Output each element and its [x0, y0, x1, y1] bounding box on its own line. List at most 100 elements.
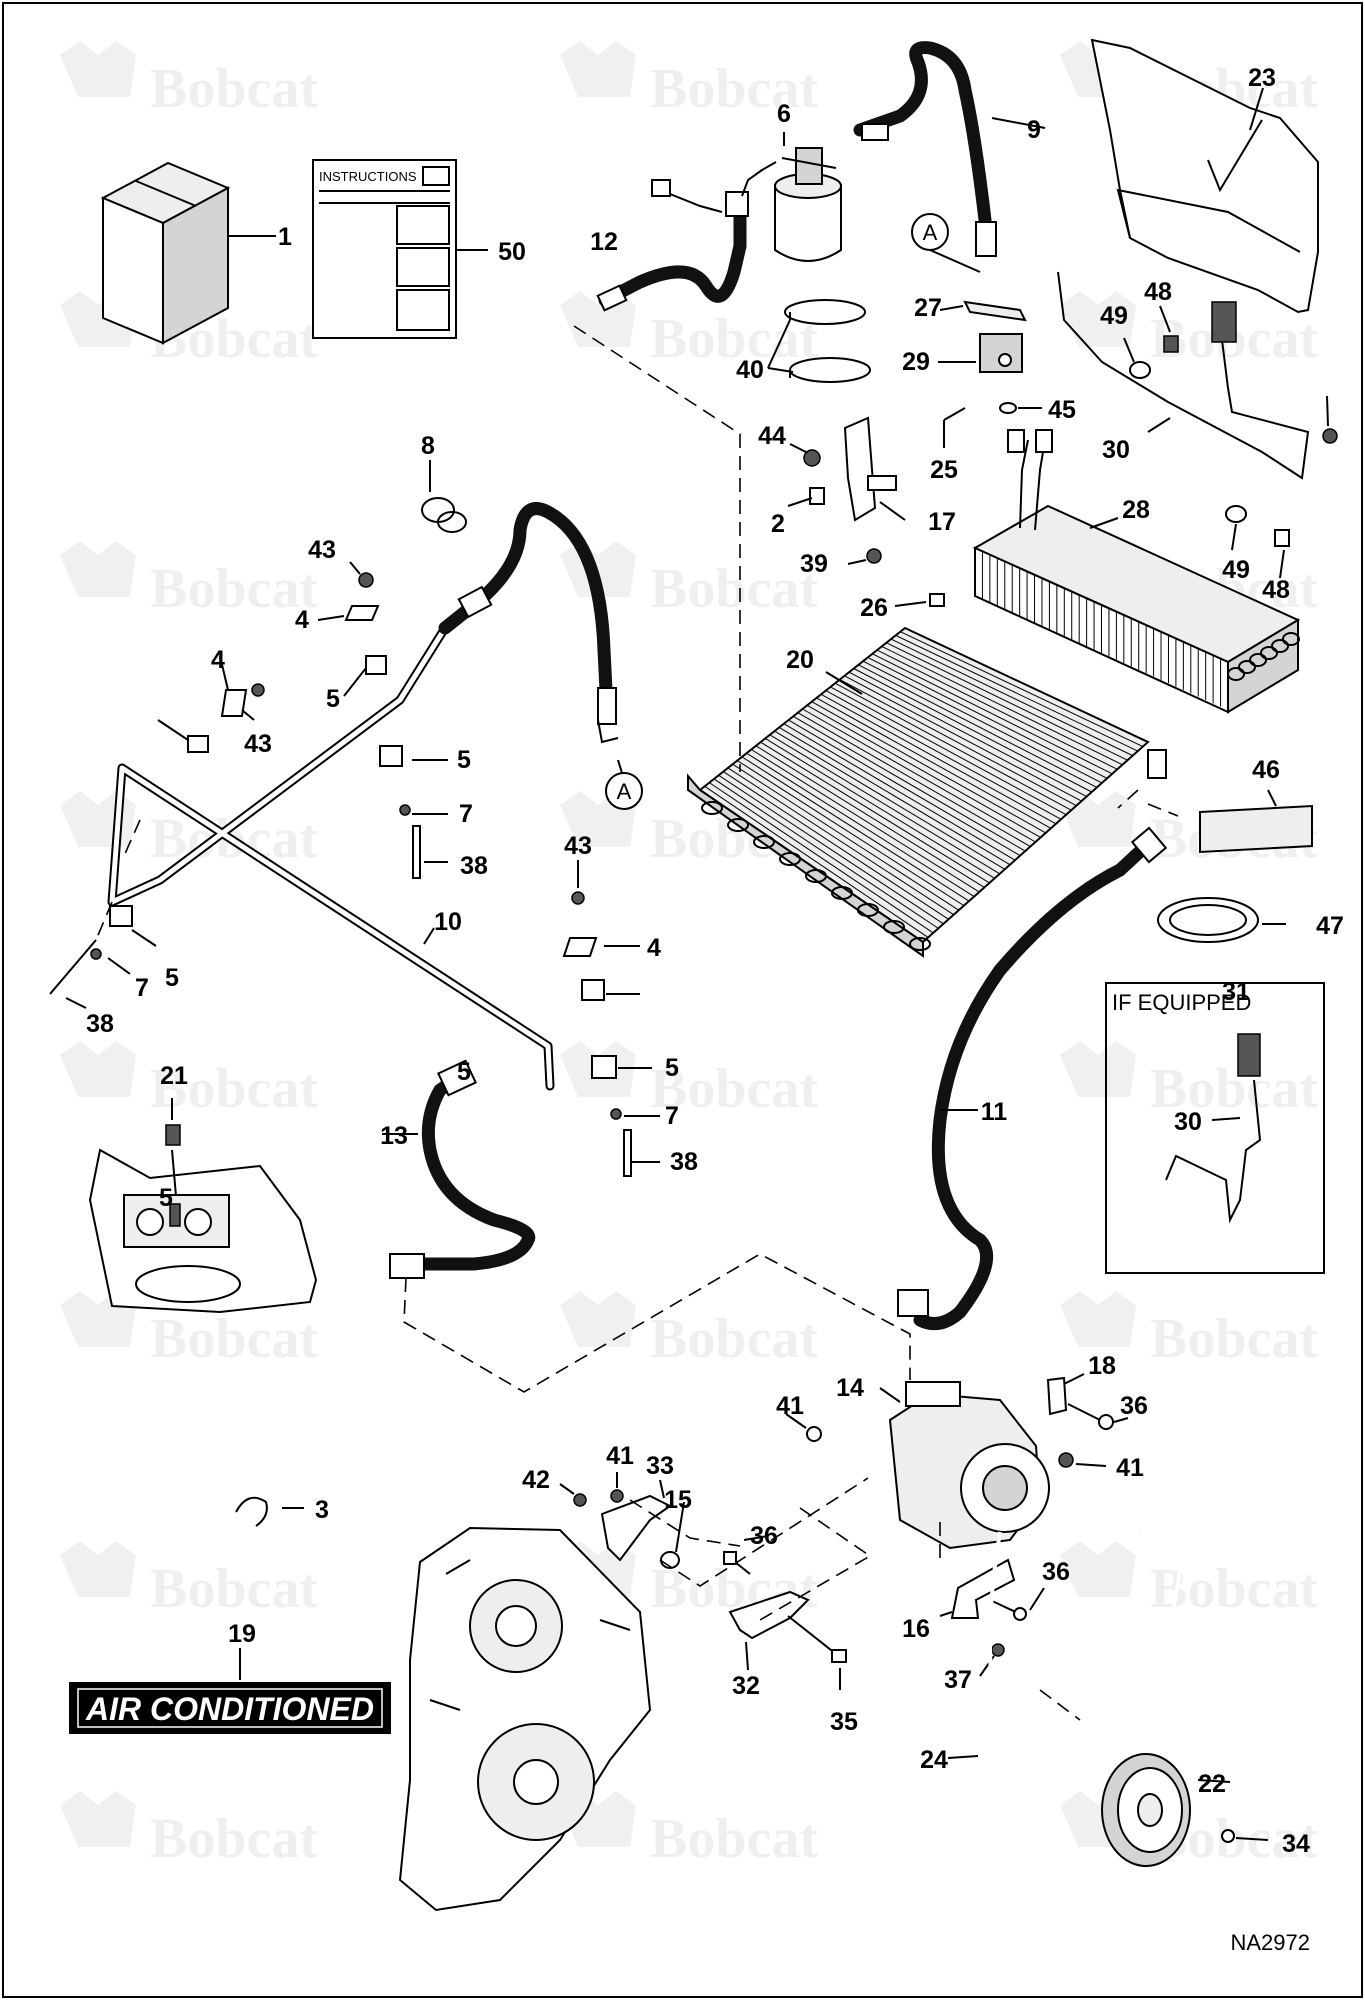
part-26	[894, 593, 945, 607]
condenser-tube-end	[909, 937, 931, 951]
condenser-fin	[704, 785, 929, 938]
watermark-logo	[1060, 1041, 1136, 1097]
condenser-fin	[839, 679, 1077, 807]
callout-number: 17	[928, 508, 956, 536]
callout-number: 16	[902, 1615, 930, 1643]
condenser-fin	[797, 712, 1031, 847]
hose-11	[897, 826, 1168, 1331]
connection-a-upper: A	[911, 213, 981, 273]
if-equipped-box: IF EQUIPPED	[1105, 982, 1325, 1274]
callout-number: 50	[498, 238, 526, 266]
condenser-fin	[811, 701, 1046, 834]
watermark-text: Bobcat	[150, 1308, 318, 1370]
callout-number: 7	[665, 1102, 679, 1130]
callout-number: 5	[165, 964, 179, 992]
condenser-tube-end	[727, 818, 749, 832]
evaporator-tube-end	[1227, 667, 1245, 681]
condenser-fin	[792, 715, 1026, 852]
condenser-tube-end	[883, 920, 905, 934]
condenser-tube-end	[805, 869, 827, 883]
callout-number: 24	[920, 1746, 948, 1774]
fastener-stack-center	[562, 860, 660, 1177]
evaporator-tube-end	[1271, 639, 1289, 653]
part-6-receiver-drier	[774, 132, 842, 262]
condenser-fin	[853, 668, 1092, 793]
condenser-fin	[755, 745, 985, 888]
part-21-control-panel	[88, 1098, 318, 1314]
callout-number: 12	[590, 228, 618, 256]
part-1-box	[100, 161, 276, 345]
engine-block	[398, 1526, 652, 1912]
callout-number: 28	[1122, 496, 1150, 524]
watermark-logo	[560, 41, 636, 97]
belt-24	[947, 1528, 1183, 1784]
if-equipped-label: IF EQUIPPED	[1112, 990, 1251, 1015]
fastener-stack-left-upper	[317, 561, 448, 879]
watermark-logo	[60, 1041, 136, 1097]
condenser-fin	[848, 671, 1087, 797]
part-25-screw	[943, 407, 966, 448]
callout-number: 38	[86, 1010, 114, 1038]
callout-number: 49	[1222, 556, 1250, 584]
callout-number: 11	[981, 1098, 1008, 1126]
condenser-tube-end	[857, 903, 879, 917]
watermark-text: Bobcat	[650, 308, 818, 370]
marker-a-lower: A	[617, 779, 632, 804]
condenser-fin	[713, 778, 939, 929]
callout-number: 38	[460, 852, 488, 880]
watermark-logo	[1060, 791, 1136, 847]
condenser-fin	[723, 771, 949, 920]
connection-a-lower: A	[605, 759, 643, 810]
callout-number: 5	[159, 1184, 173, 1212]
watermark-logo	[1060, 291, 1136, 347]
watermark-logo	[1060, 1541, 1136, 1597]
parts-48-49-lower	[1225, 505, 1290, 579]
watermark-text: Bobcat	[1150, 1058, 1318, 1120]
callout-number: 13	[380, 1122, 408, 1150]
callout-number: 2	[771, 510, 785, 538]
watermark-text: Bobcat	[650, 1808, 818, 1870]
condenser-fin	[900, 631, 1144, 747]
condenser-fin	[890, 638, 1133, 757]
watermark-text: Bobcat	[1150, 1308, 1318, 1370]
condenser-fin	[876, 649, 1118, 770]
condenser-fin	[886, 642, 1128, 761]
part-28-evaporator	[972, 429, 1301, 714]
condenser-tube-end	[831, 886, 853, 900]
callout-number: 10	[434, 908, 462, 936]
pulley-22	[1101, 1753, 1269, 1867]
callout-number: 31	[1222, 978, 1250, 1006]
part-46-foam	[1199, 789, 1313, 854]
callout-number: 9	[1027, 116, 1041, 144]
callout-number: 41	[606, 1442, 634, 1470]
evaporator-tube-end	[1238, 660, 1256, 674]
callout-number: 40	[736, 356, 764, 384]
callout-number: 46	[1252, 756, 1280, 784]
condenser-fin	[783, 723, 1016, 861]
evaporator-tube-end	[1260, 646, 1278, 660]
condenser-fin	[862, 660, 1103, 784]
callout-number: 25	[930, 456, 958, 484]
parts-48-49-upper	[1123, 305, 1179, 379]
callout-number: 7	[459, 800, 473, 828]
callout-number: 6	[777, 100, 791, 128]
condenser-fin	[881, 645, 1123, 766]
callout-number: 7	[135, 974, 149, 1002]
condenser-fin	[709, 782, 934, 934]
callout-number: 30	[1174, 1108, 1202, 1136]
evaporator-tube-end	[1249, 653, 1267, 667]
air-conditioned-banner: AIR CONDITIONED	[69, 1648, 391, 1734]
watermark-logo	[60, 41, 136, 97]
watermark-logo	[60, 541, 136, 597]
callout-number: 4	[647, 934, 661, 962]
callout-number: 37	[944, 1666, 972, 1694]
callout-number: 5	[457, 1058, 471, 1086]
callout-number: 41	[1116, 1454, 1144, 1482]
condenser-fin	[802, 708, 1036, 843]
hose-13	[382, 1059, 536, 1279]
condenser-tube-end	[779, 852, 801, 866]
condenser-fin	[737, 760, 965, 907]
condenser-fin	[764, 738, 995, 879]
